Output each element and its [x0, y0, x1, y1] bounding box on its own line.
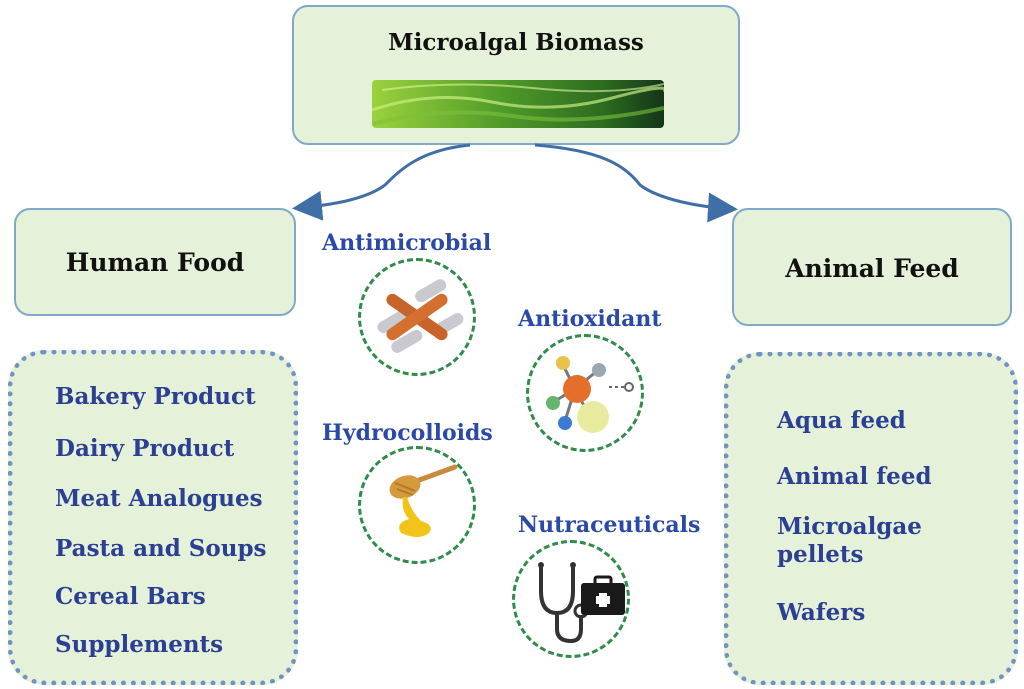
- honey-dipper-icon: [389, 464, 458, 537]
- human-food-title: Human Food: [65, 248, 245, 277]
- animal-feed-title: Animal Feed: [785, 254, 959, 283]
- antimicrobial-circle: [358, 258, 476, 376]
- medical-kit-icon: [581, 575, 625, 615]
- list-item: Dairy Product: [55, 435, 235, 462]
- list-item: Pasta and Soups: [55, 535, 267, 562]
- animal-feed-box: Animal Feed: [732, 208, 1012, 326]
- nutraceuticals-circle: [512, 540, 630, 658]
- list-item: Bakery Product: [55, 383, 256, 410]
- nutraceuticals-label: Nutraceuticals: [518, 512, 701, 538]
- antimicrobial-label: Antimicrobial: [322, 230, 492, 256]
- microalgal-biomass-title: Microalgal Biomass: [388, 29, 644, 56]
- molecule-icon: [546, 356, 634, 433]
- microalgal-biomass-box: Microalgal Biomass: [292, 5, 740, 145]
- hydrocolloids-label: Hydrocolloids: [322, 420, 493, 446]
- list-item: Cereal Bars: [55, 583, 206, 610]
- animal-feed-list: Aqua feed Animal feed Microalgae pellets…: [724, 352, 1018, 685]
- algae-photo: [372, 80, 664, 128]
- human-food-list: Bakery Product Dairy Product Meat Analog…: [8, 350, 298, 685]
- hydrocolloids-circle: [358, 446, 476, 564]
- list-item: Microalgae pellets: [777, 513, 922, 568]
- list-item: Meat Analogues: [55, 485, 263, 512]
- bacteria-icon: [377, 279, 464, 353]
- human-food-box: Human Food: [14, 208, 296, 316]
- list-item: Supplements: [55, 631, 224, 658]
- list-item: Wafers: [777, 599, 866, 626]
- list-item: Animal feed: [777, 463, 932, 490]
- antioxidant-label: Antioxidant: [518, 306, 662, 332]
- list-item: Aqua feed: [777, 407, 906, 434]
- antioxidant-circle: [526, 334, 644, 452]
